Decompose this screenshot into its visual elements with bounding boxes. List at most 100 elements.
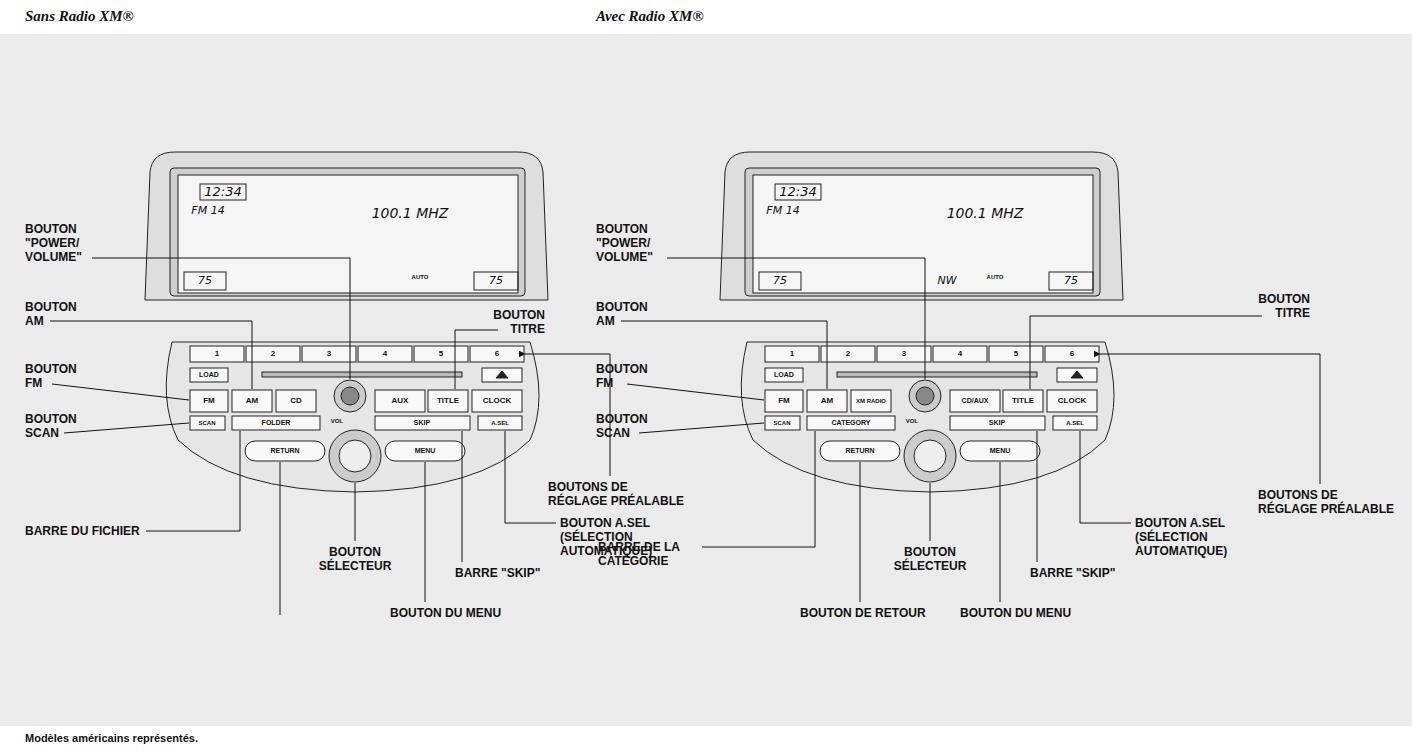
callout-label-holder: BOUTON AM [25, 300, 95, 328]
button-legend-holder: SKIP [414, 419, 430, 427]
leader-line [930, 483, 931, 541]
display-readout-holder: NW [937, 275, 956, 287]
leader-line [355, 483, 356, 541]
button-legend: 5 [439, 350, 443, 359]
button-legend-holder: FOLDER [262, 419, 291, 427]
button-legend-holder: 4 [958, 350, 962, 359]
button-legend-holder: XM RADIO [856, 398, 886, 405]
callout-label-holder: BOUTON TITRE [1235, 292, 1310, 320]
button-legend: 2 [271, 350, 275, 359]
callout-label-holder: BARRE DU FICHIER [25, 524, 140, 538]
button-legend: MENU [415, 447, 436, 455]
callout-label: BOUTON DU MENU [960, 606, 1071, 620]
button-legend-holder: LOAD [199, 371, 219, 379]
button-legend-holder: TITLE [1012, 397, 1034, 406]
button-legend-holder: 1 [790, 350, 794, 359]
display-readout: 100.1 MHZ [947, 206, 1024, 221]
callout-label: BARRE "SKIP" [1030, 566, 1115, 580]
button-legend-holder: CD/AUX [962, 397, 989, 405]
callout-label: BOUTON AM [25, 300, 95, 328]
callout-label-holder: BOUTON A.SEL (SÉLECTION AUTOMATIQUE) [1135, 516, 1245, 558]
button-legend: RETURN [270, 447, 299, 455]
button-legend-holder: CLOCK [483, 397, 511, 406]
callout-label-holder: BOUTON "POWER/ VOLUME" [25, 222, 97, 264]
button-legend: 6 [495, 350, 499, 359]
button-legend: 3 [327, 350, 331, 359]
button-legend-holder: CATEGORY [832, 419, 871, 427]
audio-unit [720, 152, 1123, 492]
display-readout-holder: FM 14 [766, 205, 799, 217]
button-legend-holder: 5 [439, 350, 443, 359]
callout-label: BOUTON TITRE [470, 308, 545, 336]
callout-label-holder: BOUTON FM [596, 362, 666, 390]
button-legend-holder: 5 [1014, 350, 1018, 359]
button-legend-holder: VOL [331, 418, 343, 425]
button-legend: A.SEL [491, 420, 509, 427]
button-legend-holder: MENU [415, 447, 436, 455]
leader-line [92, 258, 350, 379]
button-legend: AUTO [987, 274, 1004, 281]
leader-line [455, 330, 498, 389]
display-readout: FM 14 [191, 205, 224, 217]
display-readout: 12:34 [779, 185, 816, 199]
button-legend-holder: SCAN [773, 420, 790, 427]
panel-heading-holder: Avec Radio XM® [596, 8, 704, 25]
display-readout-holder: FM 14 [191, 205, 224, 217]
leader-line [425, 462, 426, 602]
button-legend-holder: AUTO [412, 274, 429, 281]
button-legend: XM RADIO [856, 398, 886, 405]
display-readout-holder: 75 [489, 275, 503, 287]
display-readout: 75 [198, 275, 212, 287]
button-legend-holder: MENU [990, 447, 1011, 455]
button-legend: 1 [215, 350, 219, 359]
panel-heading: Avec Radio XM® [596, 8, 704, 25]
panel-heading-holder: Sans Radio XM® [25, 8, 134, 25]
callout-label: BOUTON SÉLECTEUR [310, 545, 400, 573]
display-readout-holder: 12:34 [779, 185, 816, 199]
display-readout-holder: 75 [1064, 275, 1078, 287]
button-legend: MENU [990, 447, 1011, 455]
button-legend-holder: A.SEL [491, 420, 509, 427]
button-legend-holder: AUTO [987, 274, 1004, 281]
callout-label-holder: BOUTON "POWER/ VOLUME" [596, 222, 668, 264]
callout-label-holder: BOUTONS DE RÉGLAGE PRÉALABLE [1258, 488, 1399, 516]
caption: Modèles américains représentés. [25, 731, 198, 745]
callout-label: BOUTON FM [25, 362, 95, 390]
button-legend: CLOCK [483, 397, 511, 406]
callout-label: BOUTON "POWER/ VOLUME" [25, 222, 97, 264]
callout-label: BOUTON A.SEL (SÉLECTION AUTOMATIQUE) [1135, 516, 1245, 558]
callout-label-holder: BOUTON SCAN [596, 412, 666, 440]
button-legend: SCAN [198, 420, 215, 427]
leader-line [52, 384, 189, 400]
button-legend: 2 [846, 350, 850, 359]
callout-label-holder: BOUTON FM [25, 362, 95, 390]
callout-label-holder: BOUTON DU MENU [960, 606, 1071, 620]
button-legend-holder: AM [821, 397, 833, 406]
leader-line [50, 321, 252, 389]
button-legend: 6 [1070, 350, 1074, 359]
callout-label-holder: BOUTON AM [596, 300, 666, 328]
display-readout-holder: 12:34 [204, 185, 241, 199]
callout-label-holder: BOUTON TITRE [470, 308, 545, 336]
button-legend-holder: AM [246, 397, 258, 406]
callout-label: BARRE "SKIP" [455, 566, 540, 580]
callout-label: BOUTON SCAN [25, 412, 95, 440]
button-legend-holder: VOL [906, 418, 918, 425]
button-legend: AM [821, 397, 833, 406]
button-legend: LOAD [199, 371, 219, 379]
leader-line [667, 258, 925, 379]
display-readout: FM 14 [766, 205, 799, 217]
callout-label-holder: BOUTON SÉLECTEUR [885, 545, 975, 573]
callout-label: BARRE DE LA CATÉGORIE [598, 540, 698, 568]
button-legend: CD [290, 397, 302, 406]
display-readout: NW [937, 275, 956, 287]
button-legend: 3 [902, 350, 906, 359]
button-legend: FOLDER [262, 419, 291, 427]
callout-label-holder: BARRE "SKIP" [455, 566, 540, 580]
leader-line [280, 462, 281, 615]
button-legend: VOL [331, 418, 343, 425]
button-legend-holder: 1 [215, 350, 219, 359]
button-legend: FM [203, 397, 215, 406]
button-legend: TITLE [1012, 397, 1034, 406]
